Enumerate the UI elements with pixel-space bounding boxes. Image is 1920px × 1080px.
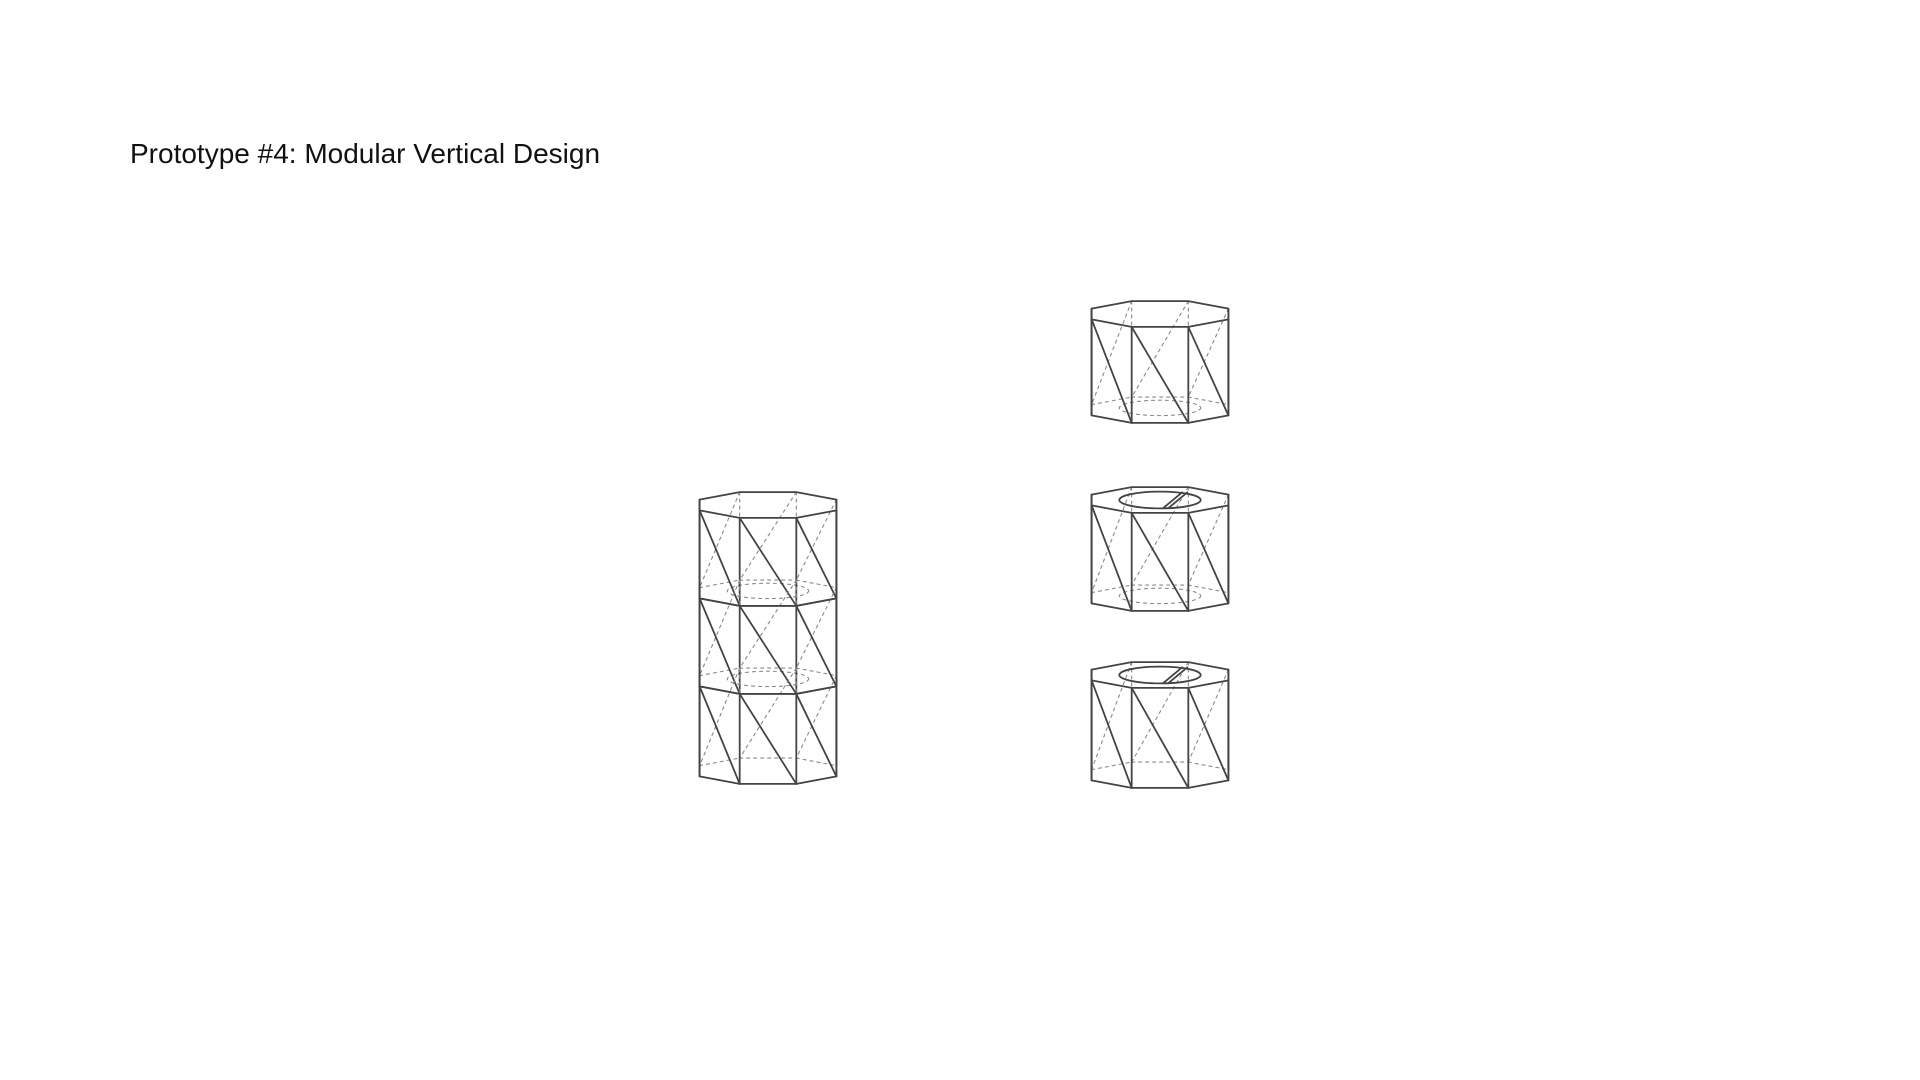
stacked-module-top <box>698 491 838 607</box>
stacked-module-middle <box>698 579 838 695</box>
exploded-module-bottom-hidden-edges <box>1091 661 1229 781</box>
exploded-module-bottom <box>1090 661 1230 789</box>
exploded-module-middle-visible-edges <box>1090 486 1230 612</box>
stacked-module-bottom-hidden-edges <box>699 667 837 777</box>
stacked-module-bottom-visible-edges <box>698 674 838 785</box>
stacked-module-bottom <box>698 667 838 785</box>
exploded-module-middle <box>1090 486 1230 612</box>
exploded-module-middle-hidden-edges <box>1091 486 1229 605</box>
slide-title: Prototype #4: Modular Vertical Design <box>130 138 601 169</box>
stacked-module-middle-hidden-edges <box>699 579 837 688</box>
exploded-module-top-visible-edges <box>1090 300 1230 424</box>
exploded-module-bottom-visible-edges <box>1090 661 1230 789</box>
stacked-module-top-visible-edges <box>698 491 838 607</box>
stacked-module-middle-visible-edges <box>698 586 838 695</box>
exploded-module-top-hidden-edges <box>1091 300 1229 417</box>
exploded-module-top <box>1090 300 1230 424</box>
exploded-assembly <box>1090 300 1230 789</box>
stacked-module-top-hidden-edges <box>699 491 837 600</box>
stacked-assembly <box>698 491 838 785</box>
